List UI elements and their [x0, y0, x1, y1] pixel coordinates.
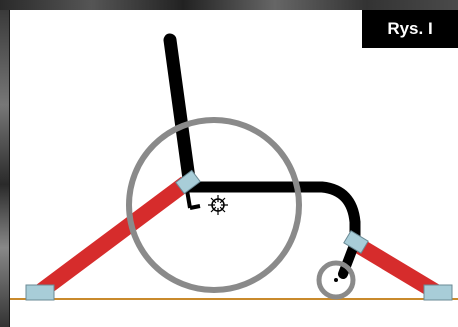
axle-bracket — [187, 190, 190, 208]
backrest-frame — [170, 40, 190, 186]
axle-bracket-foot — [190, 206, 200, 208]
left-floor-pad — [26, 285, 54, 300]
caster-axle — [334, 278, 338, 282]
seat-frame — [188, 187, 355, 236]
right-floor-pad — [424, 285, 452, 300]
wheel-hub-icon — [208, 195, 228, 215]
figure-label: Rys. I — [362, 10, 458, 48]
